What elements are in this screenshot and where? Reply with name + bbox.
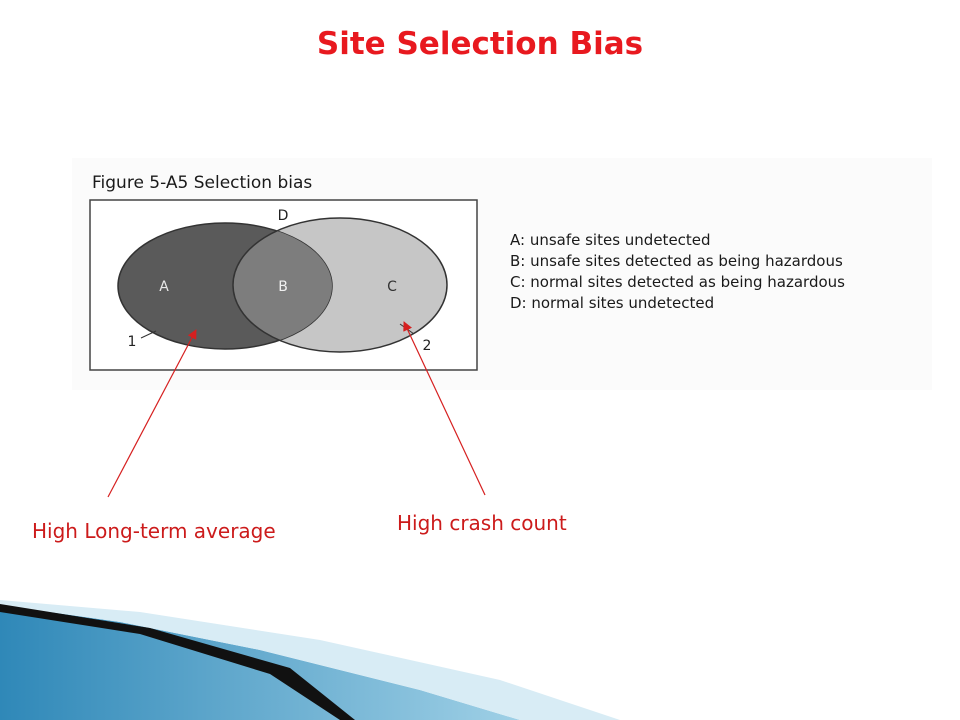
- figure-caption: Figure 5-A5 Selection bias: [92, 173, 312, 193]
- arrow-long-term-average: [107, 329, 197, 498]
- pointer-label-1: 1: [128, 334, 137, 350]
- region-label-c: C: [387, 279, 397, 295]
- legend-item-b: B: unsafe sites detected as being hazard…: [510, 252, 843, 270]
- legend-item-c: C: normal sites detected as being hazard…: [510, 273, 845, 291]
- callout-high-crash-count: High crash count: [397, 511, 567, 535]
- region-label-d: D: [278, 208, 289, 224]
- pointer-label-2: 2: [423, 338, 432, 354]
- region-label-a: A: [159, 279, 169, 295]
- slide-title: Site Selection Bias: [316, 26, 644, 62]
- legend-item-a: A: unsafe sites undetected: [510, 231, 711, 249]
- callout-high-long-term-average: High Long-term average: [32, 519, 276, 543]
- footer-swoosh-dark: [0, 604, 355, 720]
- arrow-crash-count: [403, 321, 486, 496]
- footer-swoosh-light: [0, 600, 620, 720]
- overlap-region-b: [232, 223, 332, 349]
- pointer-line-1: [140, 330, 157, 339]
- region-label-b: B: [278, 279, 288, 295]
- legend-item-d: D: normal sites undetected: [510, 294, 714, 312]
